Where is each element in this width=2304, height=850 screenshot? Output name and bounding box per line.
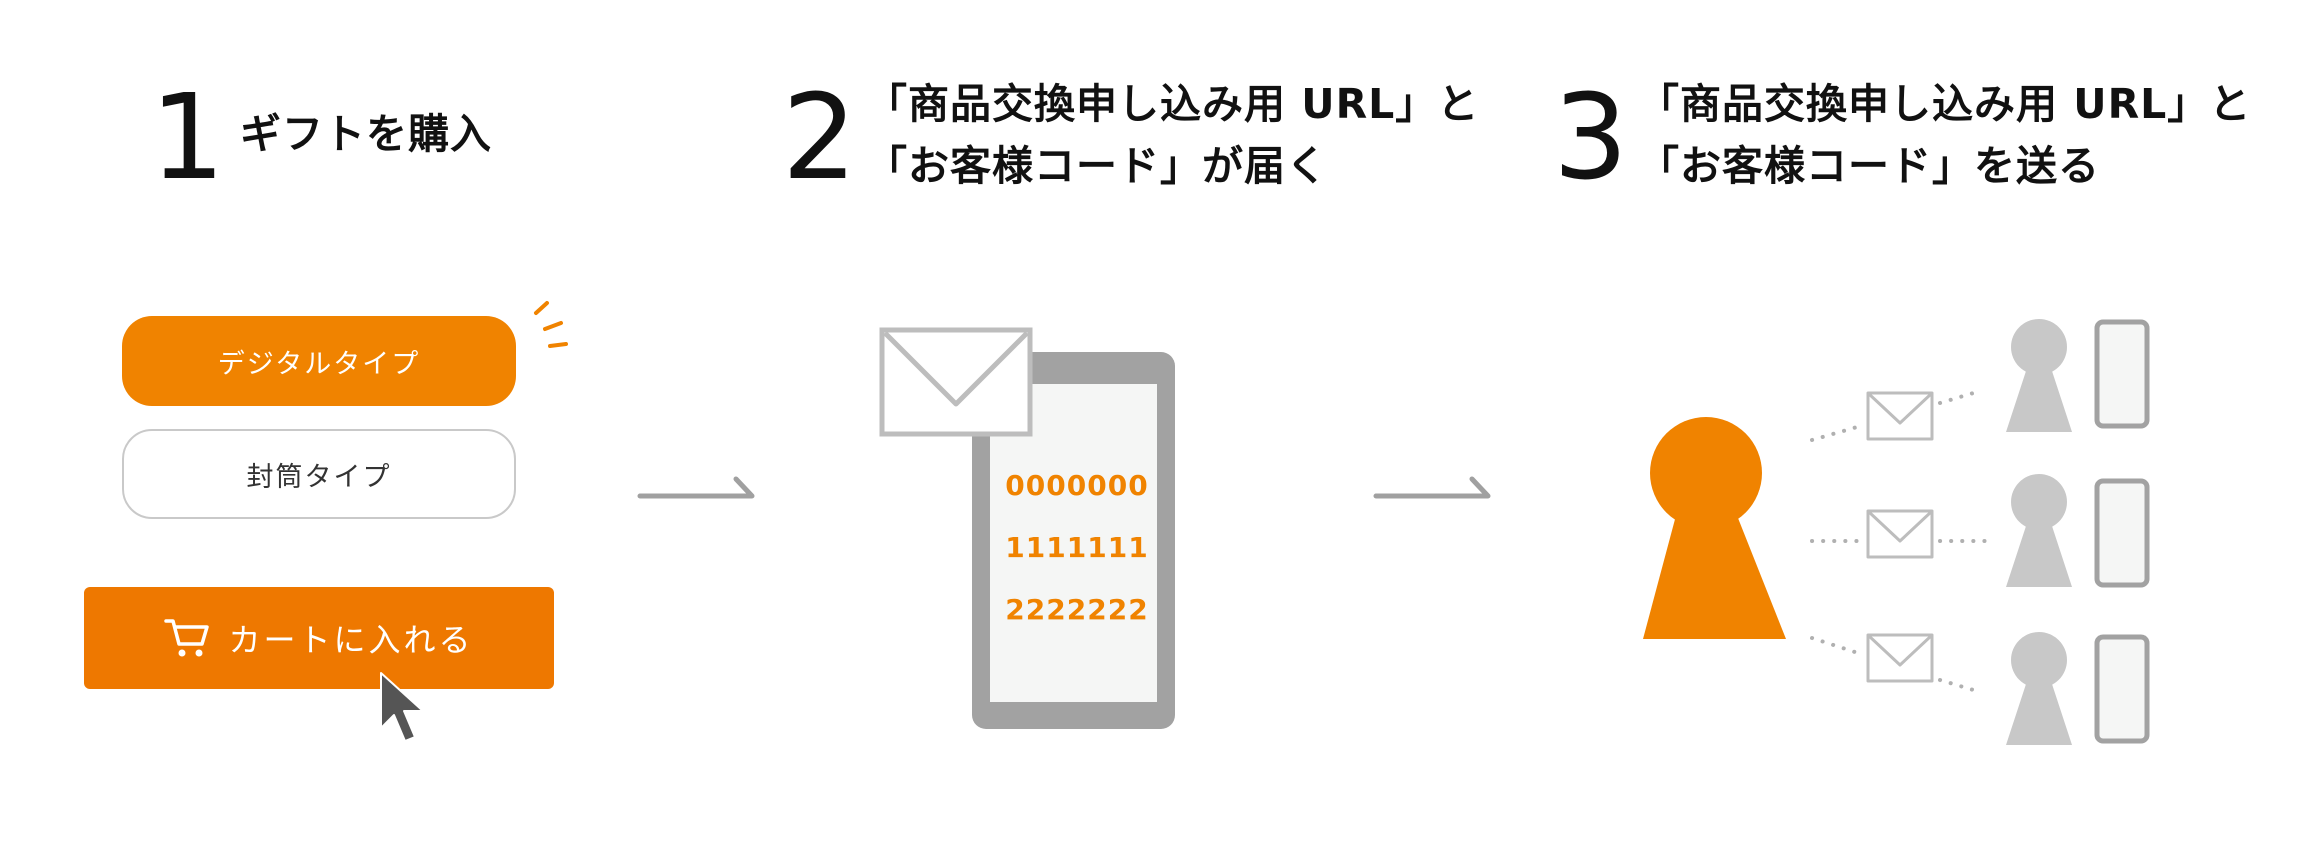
step-2-title-line-1: 「商品交換申し込み用 URL」と xyxy=(866,80,1480,128)
add-to-cart-label: カートに入れる xyxy=(228,621,474,659)
add-to-cart-button[interactable]: カートに入れる xyxy=(84,587,554,689)
step-1-title-line: ギフトを購入 xyxy=(240,110,492,158)
recipient-phone-icon xyxy=(2094,478,2150,588)
customer-code-list: 0000000 1111111 2222222 xyxy=(992,455,1162,641)
step-2-number: 2 xyxy=(782,68,858,206)
step-3-title-line-1: 「商品交換申し込み用 URL」と xyxy=(1638,80,2252,128)
cart-icon xyxy=(164,619,210,657)
digital-type-label: デジタルタイプ xyxy=(217,348,421,380)
step-3-title-line-2: 「お客様コード」を送る xyxy=(1638,142,2100,190)
send-dotted-lines xyxy=(1810,389,1987,694)
customer-code: 1111111 xyxy=(1005,531,1149,564)
step-1-title: ギフトを購入 xyxy=(240,103,492,165)
customer-code: 0000000 xyxy=(1005,469,1149,502)
recipient-person-icon xyxy=(2006,632,2072,745)
arrow-right-icon xyxy=(637,476,755,499)
recipient-person-icon xyxy=(2006,319,2072,432)
envelope-type-label: 封筒タイプ xyxy=(246,461,392,493)
step-2-title: 「商品交換申し込み用 URL」と 「お客様コード」が届く xyxy=(866,73,1479,197)
smartphone-icon xyxy=(972,352,1175,729)
small-envelope-icon xyxy=(1866,633,1934,683)
sender-person-icon xyxy=(1643,417,1786,639)
recipient-phone-icon xyxy=(2094,634,2150,744)
recipient-person-icon xyxy=(2006,474,2072,587)
arrow-right-icon xyxy=(1373,476,1491,499)
envelope-type-option[interactable]: 封筒タイプ xyxy=(122,429,516,519)
small-envelope-icon xyxy=(1866,509,1934,559)
sparkle-icon xyxy=(534,301,568,348)
step-2-title-line-2: 「お客様コード」が届く xyxy=(866,142,1328,190)
step-3-number: 3 xyxy=(1553,68,1629,206)
digital-type-option[interactable]: デジタルタイプ xyxy=(122,316,516,406)
small-envelope-icon xyxy=(1866,391,1934,441)
customer-code: 2222222 xyxy=(1005,593,1149,626)
recipient-phone-icon xyxy=(2094,319,2150,429)
step-3-title: 「商品交換申し込み用 URL」と 「お客様コード」を送る xyxy=(1638,73,2251,197)
step-1-number: 1 xyxy=(150,68,226,206)
envelope-icon xyxy=(879,327,1033,437)
